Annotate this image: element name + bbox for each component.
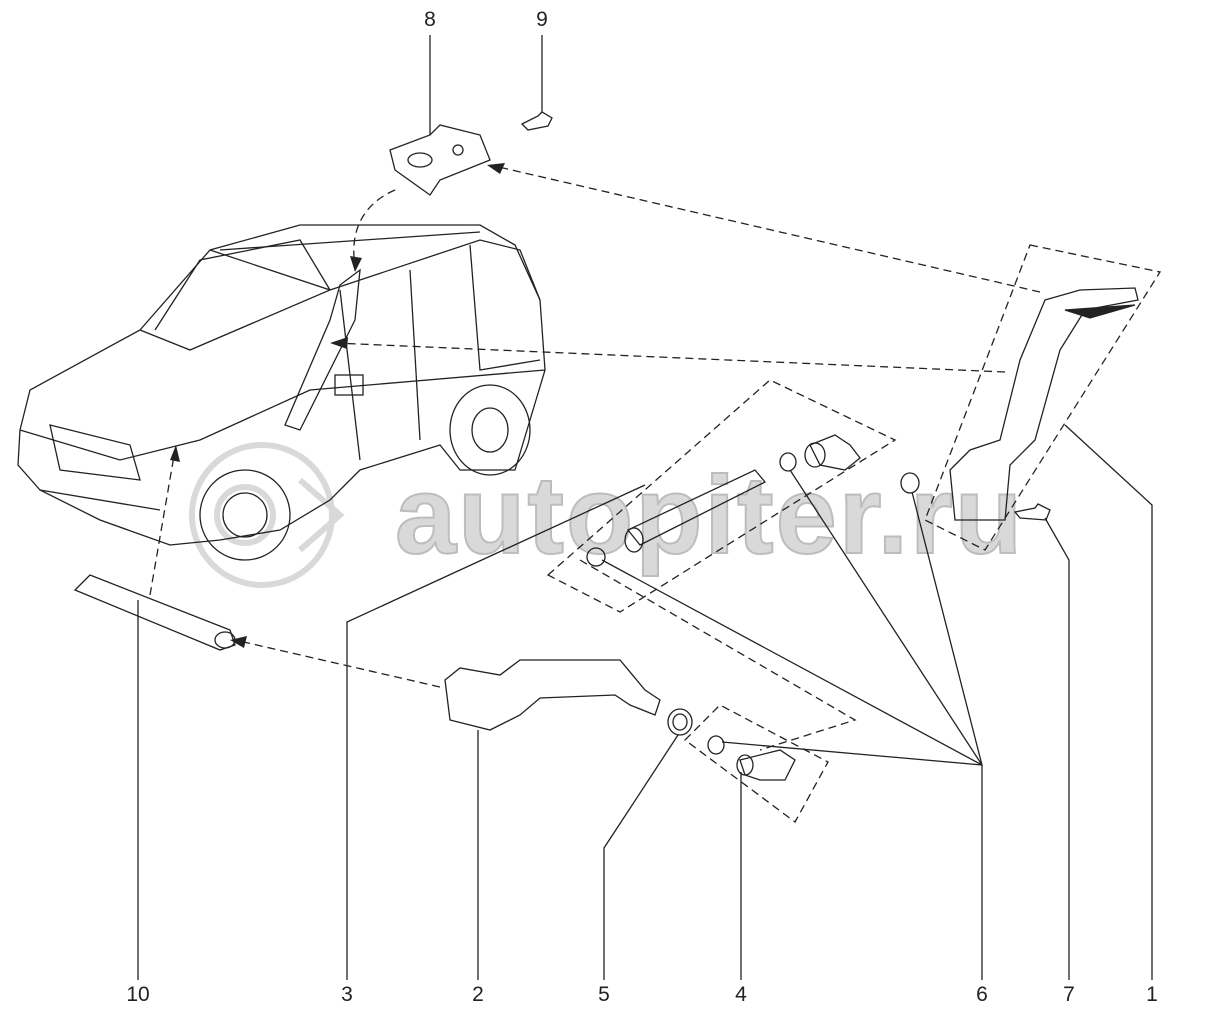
part-1-snorkel [949,287,1139,521]
callout-6: 6 [976,983,988,1006]
callout-9: 9 [536,8,548,31]
part-3-pipe [586,434,920,567]
callout-1: 1 [1146,983,1158,1006]
part-2-duct [444,659,693,736]
part-4-elbow [707,735,796,781]
callout-5: 5 [598,983,610,1006]
callout-7: 7 [1063,983,1075,1006]
callout-10: 10 [126,983,150,1006]
vehicle-outline [17,224,546,561]
arrowheads [170,163,505,648]
callout-3: 3 [341,983,353,1006]
leader-lines [137,35,1153,980]
assembly-outlines [149,164,1162,823]
watermark-logo [189,442,345,588]
callout-4: 4 [735,983,747,1006]
part-9-bolt [520,111,553,131]
part-8-bracket [389,124,491,196]
part-7-bolt [1013,503,1051,521]
part-10-seal [73,574,236,651]
callout-8: 8 [424,8,436,31]
callout-2: 2 [472,983,484,1006]
